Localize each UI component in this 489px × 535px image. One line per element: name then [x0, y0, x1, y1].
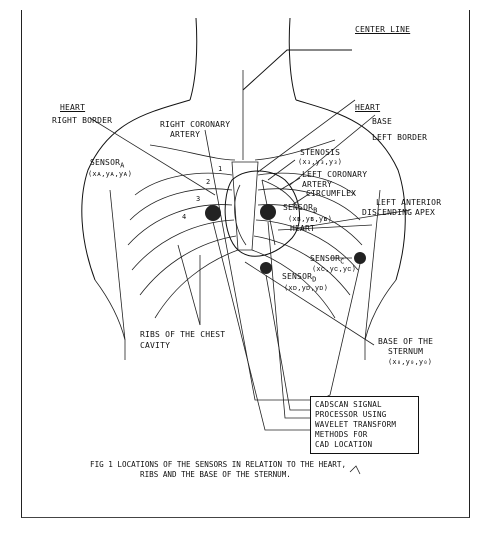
center-line-pointer: [243, 50, 352, 90]
left-coronary-leader: [280, 178, 300, 190]
sensor-a-label: SENSORA: [90, 158, 125, 170]
clavicle-left: [150, 145, 235, 160]
cadscan-processor-box: CADSCAN SIGNAL PROCESSOR USING WAVELET T…: [310, 396, 419, 454]
rib: [140, 236, 236, 295]
scribble: [350, 466, 360, 474]
box-line: WAVELET TRANSFORM: [315, 420, 414, 430]
ribs-label-1: RIBS OF THE CHEST: [140, 330, 225, 339]
caption-line-1: FIG 1 LOCATIONS OF THE SENSORS IN RELATI…: [90, 460, 346, 470]
box-line: CADSCAN SIGNAL: [315, 400, 414, 410]
base-sternum-label-1: BASE OF THE: [378, 337, 433, 346]
circumflex-label: CIRCUMFLEX: [306, 189, 356, 198]
sensor-a-marker: [205, 205, 221, 221]
neck-right-outline: [289, 18, 296, 100]
box-line: METHODS FOR: [315, 430, 414, 440]
sensor-b-coords: (xʙ,yʙ,yʙ): [288, 215, 332, 223]
ribs-label-2: CAVITY: [140, 341, 170, 350]
base-sternum-coords: (x₀,y₀,y₀): [388, 358, 432, 366]
left-border-label: LEFT BORDER: [372, 133, 427, 142]
rib-number: 3: [196, 195, 200, 203]
left-coronary-label-1: LEFT CORONARY: [302, 170, 367, 179]
heart-center-label: HEART: [290, 224, 315, 233]
right-border-label: RIGHT BORDER: [52, 116, 112, 125]
sensor-d-marker: [260, 262, 272, 274]
apex-label: APEX: [415, 208, 435, 217]
sternum: [232, 162, 258, 250]
sensor-a-coords: (xᴀ,yᴀ,yᴀ): [88, 170, 132, 178]
left-coronary-label-2: ARTERY: [302, 180, 332, 189]
left-anterior-label-2: DISCENDING: [362, 208, 412, 217]
rib-number: 1: [218, 165, 222, 173]
base-sternum-label-2: STERNUM: [388, 347, 423, 356]
rib-number: 4: [182, 213, 186, 221]
figure-caption: FIG 1 LOCATIONS OF THE SENSORS IN RELATI…: [90, 460, 346, 480]
rib: [155, 250, 238, 318]
base-label: BASE: [372, 117, 392, 126]
sensor-c-coords: (xᴄ,yᴄ,yᴄ): [312, 265, 356, 273]
sensor-b-marker: [260, 204, 276, 220]
rib-number: 2: [206, 178, 210, 186]
sensor-c-marker: [354, 252, 366, 264]
lower-torso-right: [365, 280, 396, 340]
left-anterior-label-1: LEFT ANTERIOR: [376, 198, 441, 207]
sensor-d-coords: (xᴅ,yᴅ,yᴅ): [284, 284, 328, 292]
stenosis-label: STENOSIS: [300, 148, 340, 157]
stenosis-coords: (x₃,y₃,y₃): [298, 158, 342, 166]
sensor-d-wire: [266, 275, 310, 410]
right-coronary-artery-path: [235, 185, 246, 245]
caption-line-2: RIBS AND THE BASE OF THE STERNUM.: [90, 470, 346, 480]
sensor-d-label: SENSORD: [282, 272, 317, 284]
lower-torso-left: [95, 280, 125, 340]
neck-left-outline: [190, 18, 197, 100]
center-line-label: CENTER LINE: [355, 25, 410, 34]
right-coronary-label-1: RIGHT CORONARY: [160, 120, 230, 129]
heart-right-title: HEART: [355, 103, 380, 112]
sensor-b-label: SENSORB: [283, 203, 318, 215]
sensor-c-label: SENSORC: [310, 254, 345, 266]
right-coronary-label-2: ARTERY: [170, 130, 200, 139]
box-line: PROCESSOR USING: [315, 410, 414, 420]
heart-left-title: HEART: [60, 103, 85, 112]
box-line: CAD LOCATION: [315, 440, 414, 450]
